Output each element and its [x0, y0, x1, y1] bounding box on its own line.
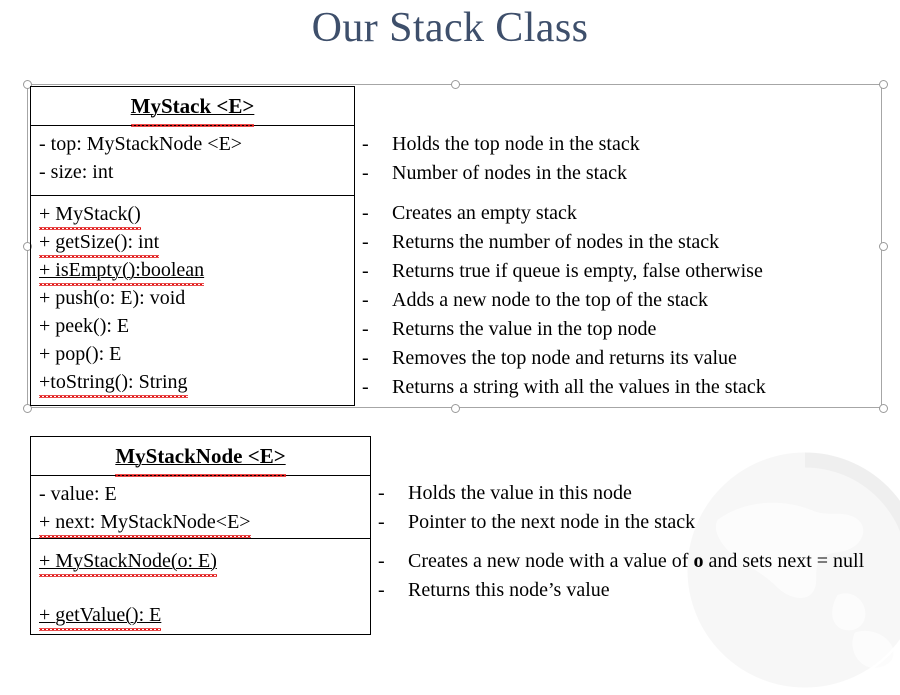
uml-class-table-mystacknode[interactable]: MyStackNode <E> - value: E + next: MySta…: [30, 436, 371, 635]
uml-method-row: + peek(): E: [31, 312, 354, 340]
method-text: + pop(): E: [39, 343, 122, 365]
description-item: - Returns the value in the top node: [362, 315, 877, 344]
uml-attribute-row: - top: MyStackNode <E>: [31, 130, 354, 158]
uml-method-row: +toString(): String: [31, 368, 354, 398]
description-item: - Returns this node’s value: [378, 576, 883, 605]
slide-title: Our Stack Class: [311, 5, 589, 51]
method-text: + peek(): E: [39, 315, 130, 337]
description-text: Holds the top node in the stack: [392, 133, 640, 155]
uml-method-row: + pop(): E: [31, 340, 354, 368]
description-item: - Pointer to the next node in the stack: [378, 508, 883, 537]
description-text: Number of nodes in the stack: [392, 162, 627, 184]
uml-method-row: + getSize(): int: [31, 228, 354, 258]
bullet-dash: -: [362, 202, 369, 224]
method-text: + getSize(): int: [39, 228, 160, 258]
uml-class-name-mystack: MyStack <E>: [31, 87, 354, 127]
method-text: +toString(): String: [39, 368, 188, 398]
bullet-dash: -: [362, 133, 369, 155]
resize-handle-bottom-right[interactable]: [879, 404, 888, 413]
uml-attributes-compartment-mystacknode: - value: E + next: MyStackNode<E>: [31, 476, 370, 539]
description-text: Holds the value in this node: [408, 482, 632, 504]
uml-spacer-row: [31, 575, 370, 601]
bullet-dash: -: [378, 482, 385, 504]
bullet-dash: -: [378, 579, 385, 601]
description-item: - Adds a new node to the top of the stac…: [362, 286, 877, 315]
description-list-mystacknode-attributes: - Holds the value in this node - Pointer…: [378, 479, 883, 537]
resize-handle-top-right[interactable]: [879, 80, 888, 89]
bullet-dash: -: [362, 289, 369, 311]
description-text: Removes the top node and returns its val…: [392, 347, 737, 369]
uml-attribute-row: - size: int: [31, 158, 354, 186]
uml-attribute-row: + next: MyStackNode<E>: [31, 508, 370, 538]
description-text: Returns this node’s value: [408, 579, 610, 601]
method-text: + MyStackNode(o: E): [39, 547, 217, 577]
description-item: - Holds the top node in the stack: [362, 130, 877, 159]
description-text: Returns a string with all the values in …: [392, 376, 766, 398]
resize-handle-top-middle[interactable]: [451, 80, 460, 89]
description-list-mystacknode-methods: - Creates a new node with a value of o a…: [378, 547, 883, 605]
bullet-dash: -: [362, 347, 369, 369]
bullet-dash: -: [378, 511, 385, 533]
bullet-dash: -: [362, 260, 369, 282]
attribute-text: - size: int: [39, 161, 114, 183]
description-text: Returns true if queue is empty, false ot…: [392, 260, 763, 282]
method-text: + MyStack(): [39, 200, 141, 230]
description-item: - Returns a string with all the values i…: [362, 373, 877, 402]
description-text: Pointer to the next node in the stack: [408, 511, 696, 533]
description-text: Returns the number of nodes in the stack: [392, 231, 720, 253]
description-item: - Number of nodes in the stack: [362, 159, 877, 188]
uml-method-row: + MyStack(): [31, 200, 354, 230]
description-item: - Returns true if queue is empty, false …: [362, 257, 877, 286]
uml-methods-compartment-mystack: + MyStack() + getSize(): int + isEmpty()…: [31, 196, 354, 398]
attribute-text: - value: E: [39, 483, 117, 505]
uml-method-row: + MyStackNode(o: E): [31, 547, 370, 577]
description-text: Creates an empty stack: [392, 202, 577, 224]
class-name-text: MyStack <E>: [130, 87, 254, 127]
bullet-dash: -: [362, 231, 369, 253]
bullet-dash: -: [362, 162, 369, 184]
uml-methods-compartment-mystacknode: + MyStackNode(o: E) + getValue(): E: [31, 539, 370, 631]
uml-class-name-mystacknode: MyStackNode <E>: [31, 437, 370, 477]
method-text: + push(o: E): void: [39, 287, 186, 309]
description-item: - Removes the top node and returns its v…: [362, 344, 877, 373]
description-text-constructor: Creates a new node with a value of o and…: [408, 547, 883, 576]
description-item: - Holds the value in this node: [378, 479, 883, 508]
description-prefix: Creates a new node with a value of: [408, 550, 694, 572]
description-list-mystack-methods: - Creates an empty stack - Returns the n…: [362, 199, 877, 402]
bullet-dash: -: [362, 318, 369, 340]
attribute-text: + next: MyStackNode<E>: [39, 508, 251, 538]
attribute-text: - top: MyStackNode <E>: [39, 133, 243, 155]
uml-attribute-row: - value: E: [31, 480, 370, 508]
uml-attributes-compartment-mystack: - top: MyStackNode <E> - size: int: [31, 126, 354, 196]
method-text: + isEmpty():boolean: [39, 256, 205, 286]
bullet-dash: -: [362, 376, 369, 398]
resize-handle-bottom-middle[interactable]: [451, 404, 460, 413]
description-item: - Creates an empty stack: [362, 199, 877, 228]
description-text: Returns the value in the top node: [392, 318, 657, 340]
description-bold-param: o: [693, 550, 704, 572]
uml-method-row: + isEmpty():boolean: [31, 256, 354, 286]
bullet-dash: -: [378, 550, 385, 572]
description-list-mystack-attributes: - Holds the top node in the stack - Numb…: [362, 130, 877, 188]
class-name-text: MyStackNode <E>: [115, 437, 287, 477]
description-item: - Creates a new node with a value of o a…: [378, 547, 883, 576]
description-text: Adds a new node to the top of the stack: [392, 289, 709, 311]
method-text: + getValue(): E: [39, 601, 162, 631]
uml-method-row: + getValue(): E: [31, 601, 370, 631]
uml-class-table-mystack[interactable]: MyStack <E> - top: MyStackNode <E> - siz…: [30, 86, 355, 406]
description-item: - Returns the number of nodes in the sta…: [362, 228, 877, 257]
resize-handle-middle-right[interactable]: [879, 242, 888, 251]
description-suffix: and sets next = null: [703, 550, 865, 572]
uml-method-row: + push(o: E): void: [31, 284, 354, 312]
